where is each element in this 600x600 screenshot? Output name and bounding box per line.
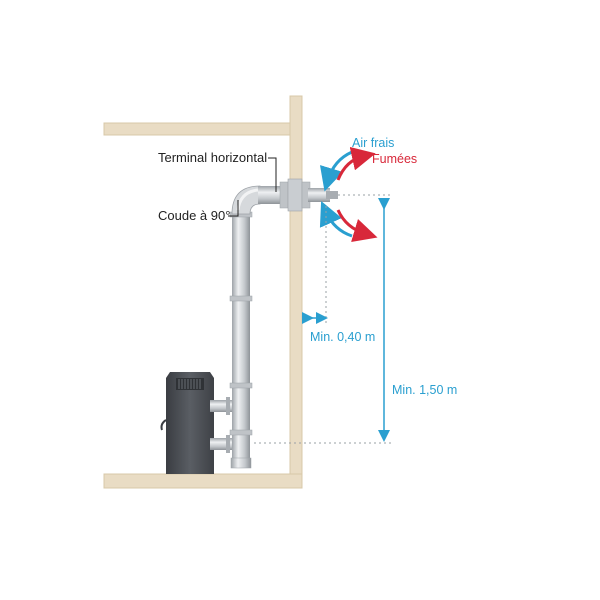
horizontal-terminal [258, 178, 338, 212]
leader-lines [228, 157, 277, 217]
elbow-label: Coude à 90° [158, 208, 230, 223]
vertical-flue-pipe [229, 211, 253, 469]
reference-lines [254, 194, 392, 444]
fresh-air-arrow-bottom [319, 201, 353, 238]
min-horizontal-label: Min. 0,40 m [310, 330, 375, 344]
dimension-lines [302, 198, 390, 442]
fumes-label: Fumées [372, 152, 417, 166]
pellet-stove [160, 372, 214, 474]
min-vertical-label: Min. 1,50 m [392, 383, 457, 397]
ceiling [103, 122, 291, 136]
fumes-arrow-top [336, 146, 376, 181]
terminal-label: Terminal horizontal [158, 150, 267, 165]
airflow-arrows [319, 146, 378, 243]
floor [103, 473, 303, 489]
fumes-arrow-bottom [336, 209, 378, 243]
fresh-air-label: Air frais [352, 136, 394, 150]
elbow-90 [231, 185, 261, 215]
stove-grille [178, 379, 201, 389]
exterior-wall [289, 95, 303, 489]
fresh-air-arrow-top [319, 150, 353, 192]
